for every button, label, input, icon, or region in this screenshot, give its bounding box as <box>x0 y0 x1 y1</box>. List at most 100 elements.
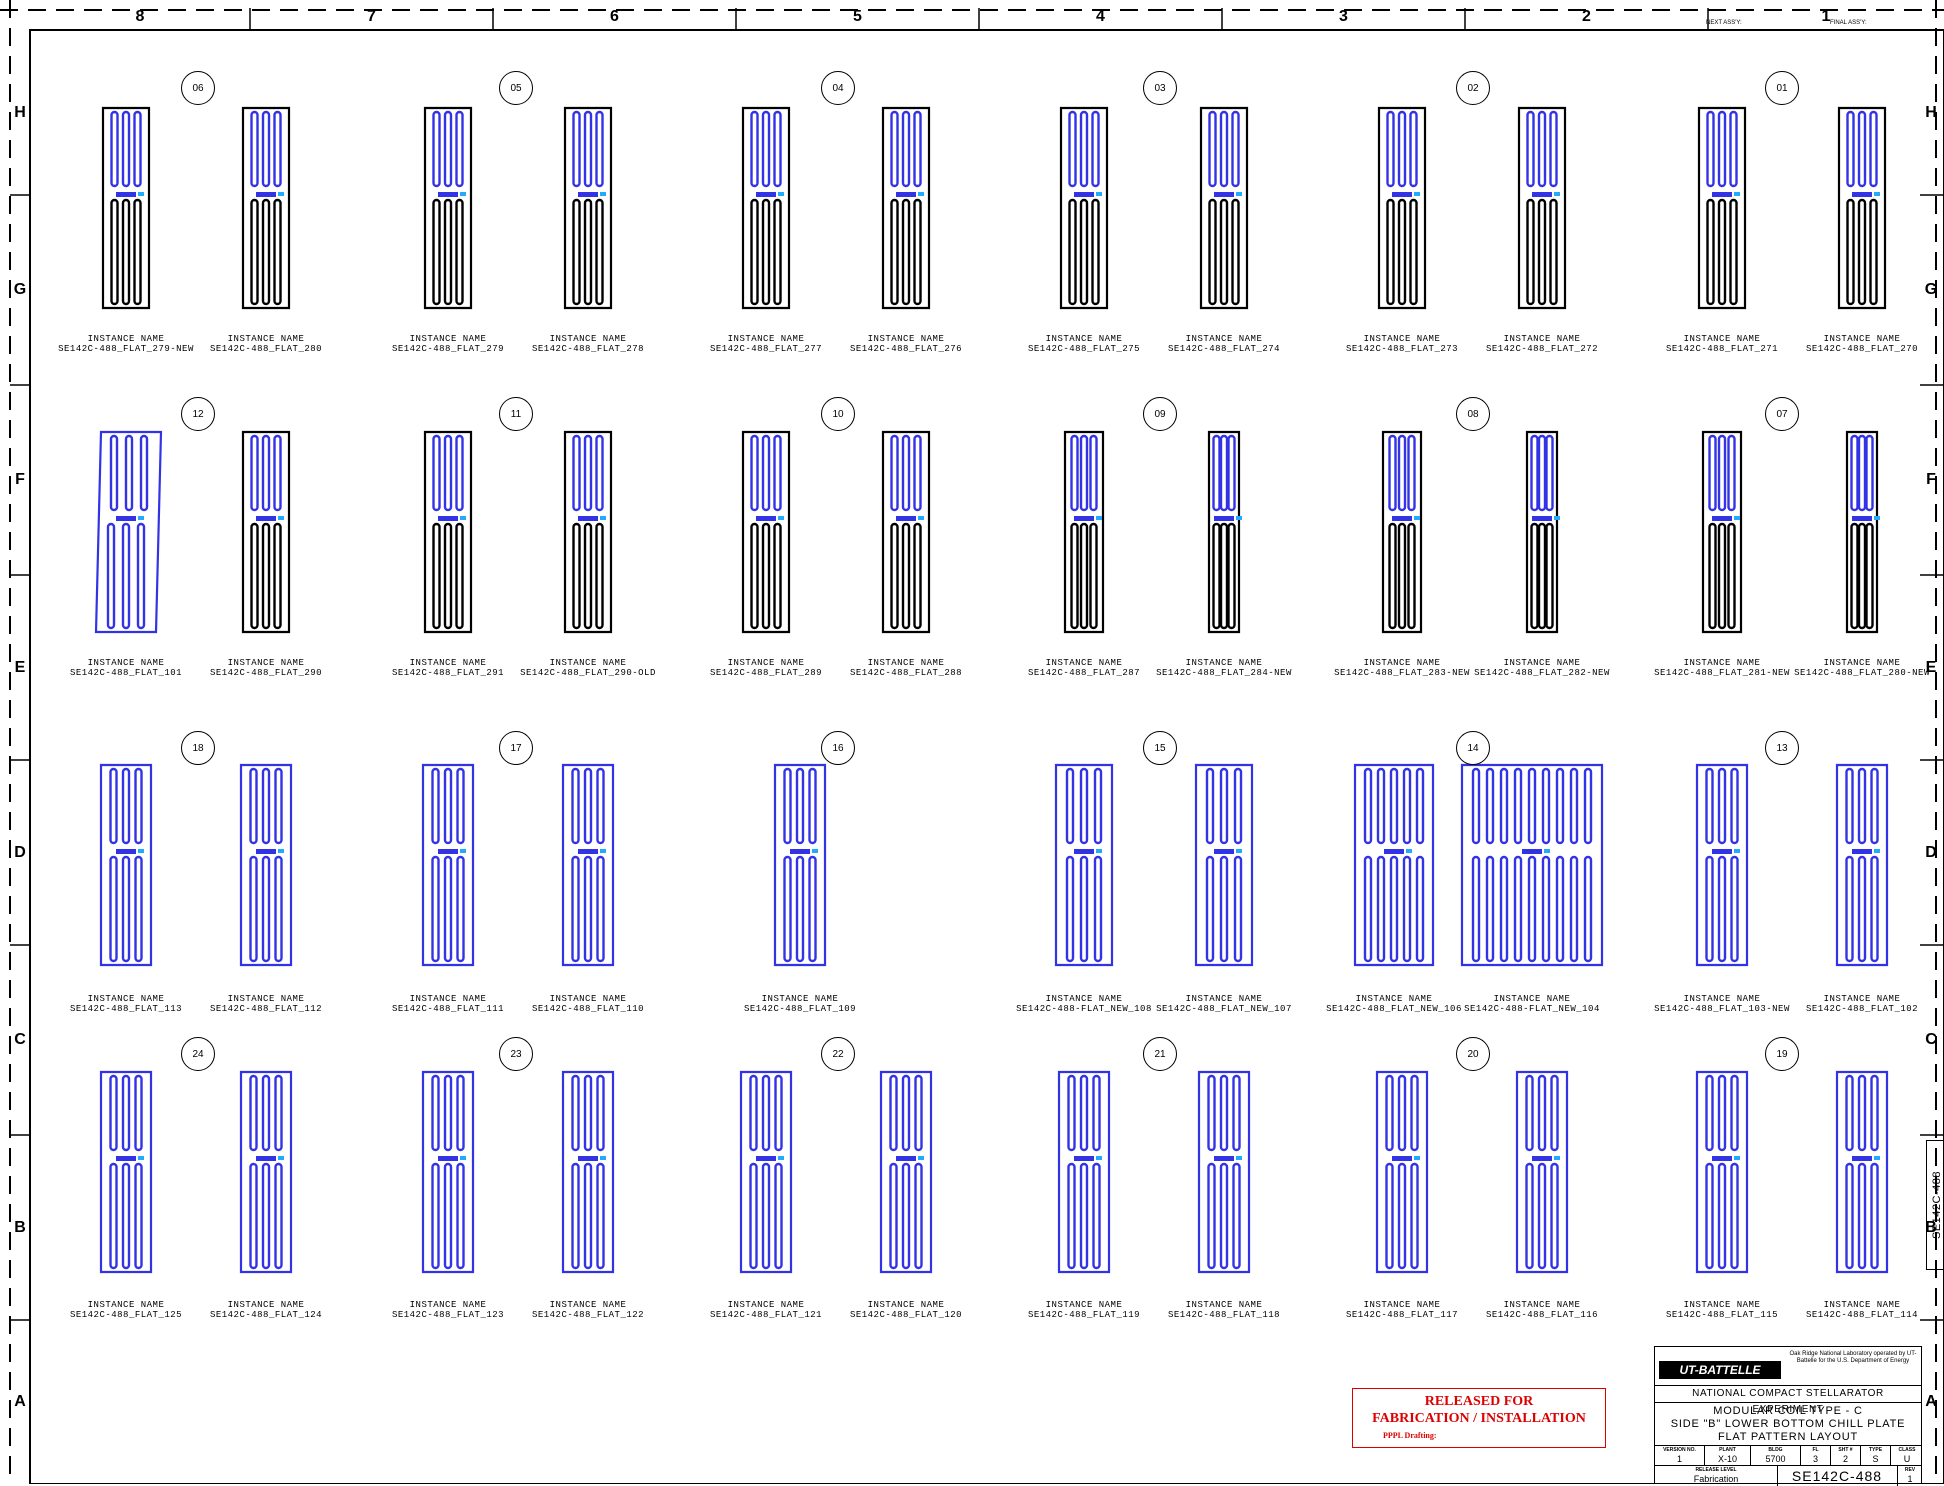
instance-heading: INSTANCE NAME <box>1823 994 1901 1004</box>
instance-name: SE142C-488_FLAT_281-NEW <box>1654 668 1790 678</box>
instance-heading: INSTANCE NAME <box>1363 658 1441 668</box>
flat-part <box>241 430 291 634</box>
flat-part <box>1197 1070 1251 1274</box>
column-label: 1 <box>1821 8 1831 25</box>
row-label-right: E <box>1925 658 1937 676</box>
item-bubble: 13 <box>1765 731 1799 765</box>
instance-heading: INSTANCE NAME <box>1503 1300 1581 1310</box>
row-label-left: H <box>14 103 26 121</box>
flat-part <box>1835 763 1889 967</box>
item-bubble: 11 <box>499 397 533 431</box>
flat-part <box>741 106 791 310</box>
instance-name: SE142C-488_FLAT_117 <box>1345 1310 1459 1320</box>
instance-name: SE142C-488_FLAT_278 <box>531 344 645 354</box>
next-assy-label: NEXT ASS'Y: <box>1706 20 1742 26</box>
flat-part <box>563 430 613 634</box>
instance-name: SE142C-488_FLAT_274 <box>1167 344 1281 354</box>
row-label-left: F <box>15 471 25 488</box>
row-label-left: C <box>14 1031 26 1048</box>
instance-name: SE142C-488_FLAT_290 <box>209 668 323 678</box>
flat-part <box>99 1070 153 1274</box>
title-line-3: FLAT PATTERN LAYOUT <box>1717 1431 1859 1443</box>
item-bubble: 12 <box>181 397 215 431</box>
item-bubble: 15 <box>1143 731 1177 765</box>
final-assy-label: FINAL ASS'Y: <box>1830 20 1867 26</box>
instance-name: SE142C-488_FLAT_280-NEW <box>1794 668 1930 678</box>
item-bubble: 18 <box>181 731 215 765</box>
flat-part <box>1517 106 1567 310</box>
instance-name: SE142C-488_FLAT_284-NEW <box>1156 668 1292 678</box>
instance-name: SE142C-488_FLAT_271 <box>1665 344 1779 354</box>
instance-name: SE142C-488_FLAT_115 <box>1665 1310 1779 1320</box>
instance-name: SE142C-488_FLAT_116 <box>1485 1310 1599 1320</box>
item-bubble: 22 <box>821 1037 855 1071</box>
item-bubble: 17 <box>499 731 533 765</box>
instance-name: SE142C-488_FLAT_275 <box>1027 344 1141 354</box>
instance-heading: INSTANCE NAME <box>227 1300 305 1310</box>
drawing-number: SE142C-488 <box>1777 1466 1898 1486</box>
instance-heading: INSTANCE NAME <box>1683 1300 1761 1310</box>
project-name: NATIONAL COMPACT STELLARATOR EXPERIMENT <box>1655 1385 1921 1415</box>
instance-heading: INSTANCE NAME <box>1363 334 1441 344</box>
flat-part <box>101 106 151 310</box>
instance-name: SE142C-488_FLAT_289 <box>709 668 823 678</box>
row-label-right: H <box>1925 103 1937 121</box>
item-bubble: 19 <box>1765 1037 1799 1071</box>
flat-part <box>1845 430 1880 634</box>
row-label-left: A <box>14 1393 26 1410</box>
instance-heading: INSTANCE NAME <box>1185 1300 1263 1310</box>
item-bubble: 16 <box>821 731 855 765</box>
instance-name: SE142C-488_FLAT_291 <box>391 668 505 678</box>
zone-ticks <box>10 8 1944 1321</box>
instance-heading: INSTANCE NAME <box>1503 658 1581 668</box>
instance-heading: INSTANCE NAME <box>1185 994 1263 1004</box>
instance-name: SE142C-488_FLAT_103-NEW <box>1654 1004 1790 1014</box>
instance-name: SE142C-488_FLAT_114 <box>1805 1310 1919 1320</box>
item-bubble: 06 <box>181 71 215 105</box>
flat-part <box>1194 763 1254 967</box>
instance-heading: INSTANCE NAME <box>227 658 305 668</box>
item-bubble: 24 <box>181 1037 215 1071</box>
flat-part <box>879 1070 933 1274</box>
instance-name: SE142C-488_FLAT_111 <box>391 1004 505 1014</box>
instance-name: SE142C-488_FLAT_NEW_106 <box>1326 1004 1462 1014</box>
instance-heading: INSTANCE NAME <box>1185 658 1263 668</box>
instance-name: SE142C-488_FLAT_124 <box>209 1310 323 1320</box>
instance-name: SE142C-488_FLAT_123 <box>391 1310 505 1320</box>
instance-heading: INSTANCE NAME <box>227 334 305 344</box>
instance-name: SE142C-488_FLAT_279-NEW <box>58 344 194 354</box>
flat-part <box>1835 1070 1889 1274</box>
instance-name: SE142C-488_FLAT_290-OLD <box>520 668 656 678</box>
instance-heading: INSTANCE NAME <box>227 994 305 1004</box>
flat-part <box>94 430 163 634</box>
company-logo: UT-BATTELLE <box>1659 1361 1781 1379</box>
row-label-right: D <box>1925 843 1937 861</box>
flat-part <box>1057 1070 1111 1274</box>
flat-part <box>881 430 931 634</box>
flat-part <box>1460 763 1604 967</box>
side-drawing-tag: SE142C-488 <box>1926 1140 1944 1270</box>
